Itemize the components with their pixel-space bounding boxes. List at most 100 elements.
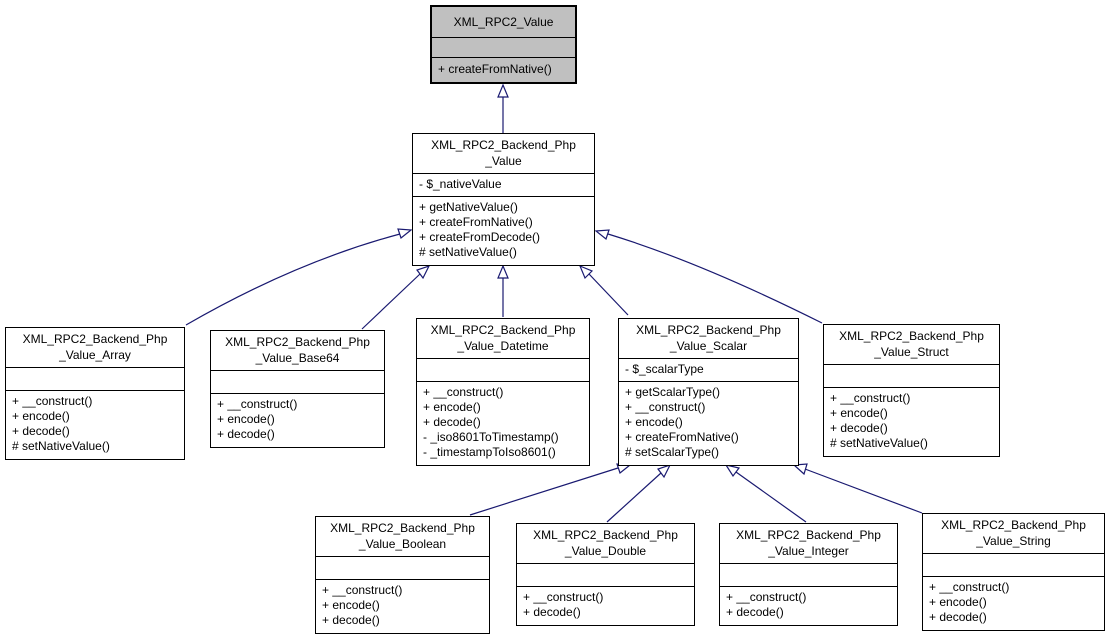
- method-label: + createFromNative(): [419, 215, 533, 229]
- methods-compartment: + getNativeValue() + createFromNative() …: [413, 196, 594, 265]
- method-label: + encode(): [423, 400, 481, 414]
- class-title-line: XML_RPC2_Backend_Php: [636, 323, 781, 337]
- class-node-backend-php-value[interactable]: XML_RPC2_Backend_Php _Value - $_nativeVa…: [412, 133, 595, 266]
- methods-compartment: + __construct() + decode(): [517, 586, 694, 625]
- method-label: + createFromDecode(): [419, 230, 541, 244]
- edge-phpvalue-to-value: [497, 83, 509, 133]
- class-title-line: XML_RPC2_Backend_Php: [839, 329, 984, 343]
- attributes-compartment: [517, 563, 694, 586]
- class-node-value-scalar[interactable]: XML_RPC2_Backend_Php _Value_Scalar - $_s…: [618, 318, 799, 466]
- method-label: + decode(): [726, 605, 784, 619]
- methods-compartment: + __construct() + encode() + decode(): [211, 393, 384, 447]
- class-title: XML_RPC2_Backend_Php _Value_Integer: [720, 524, 897, 563]
- class-node-value-string[interactable]: XML_RPC2_Backend_Php _Value_String + __c…: [922, 513, 1105, 631]
- class-title: XML_RPC2_Backend_Php _Value_Double: [517, 524, 694, 563]
- method-label: # setNativeValue(): [830, 436, 928, 450]
- class-title: XML_RPC2_Backend_Php _Value_Boolean: [316, 517, 489, 556]
- edge-base64-to-phpvalue: [361, 264, 431, 330]
- class-title-line: XML_RPC2_Backend_Php: [533, 528, 678, 542]
- edge-string-to-scalar: [792, 463, 923, 514]
- class-title-line: XML_RPC2_Backend_Php: [22, 332, 168, 346]
- method-label: + decode(): [217, 427, 275, 441]
- class-title-line: _Value_Scalar: [669, 339, 748, 353]
- class-title-line: _Value: [485, 154, 522, 168]
- attributes-compartment: [211, 370, 384, 393]
- attributes-compartment: [720, 563, 897, 586]
- class-title-line: XML_RPC2_Backend_Php: [736, 528, 881, 542]
- class-title-line: XML_RPC2_Backend_Php: [431, 138, 576, 152]
- class-node-value-datetime[interactable]: XML_RPC2_Backend_Php _Value_Datetime + _…: [416, 318, 590, 466]
- method-label: + decode(): [423, 415, 481, 429]
- edge-double-to-scalar: [606, 463, 672, 523]
- method-label: + __construct(): [726, 590, 807, 604]
- method-label: + __construct(): [12, 394, 93, 408]
- method-label: # setNativeValue(): [12, 439, 110, 453]
- attribute-label: - $_scalarType: [625, 362, 704, 376]
- edge-integer-to-scalar: [724, 464, 807, 523]
- edge-array-to-phpvalue: [185, 228, 413, 326]
- class-title-line: _Value_Base64: [255, 351, 340, 365]
- method-label: # setNativeValue(): [419, 245, 517, 259]
- class-title: XML_RPC2_Backend_Php _Value_Datetime: [417, 319, 589, 358]
- class-node-value-integer[interactable]: XML_RPC2_Backend_Php _Value_Integer + __…: [719, 523, 898, 626]
- method-label: + encode(): [625, 415, 683, 429]
- method-label: + encode(): [217, 412, 275, 426]
- class-node-value-array[interactable]: XML_RPC2_Backend_Php _Value_Array + __co…: [5, 327, 185, 460]
- class-title-line: _Value_Integer: [768, 544, 849, 558]
- method-label: + __construct(): [830, 391, 911, 405]
- edge-struct-to-phpvalue: [594, 229, 823, 324]
- class-title-line: _Value_Boolean: [358, 537, 447, 551]
- method-label: + __construct(): [625, 400, 706, 414]
- class-node-value-struct[interactable]: XML_RPC2_Backend_Php _Value_Struct + __c…: [823, 324, 1000, 457]
- method-label: + decode(): [322, 613, 380, 627]
- hollow-arrowhead: [497, 83, 509, 98]
- hollow-arrowhead: [657, 463, 672, 479]
- hollow-arrowhead: [724, 464, 741, 478]
- method-label: + decode(): [929, 610, 987, 624]
- method-label: + __construct(): [322, 583, 403, 597]
- method-label: + __construct(): [929, 580, 1010, 594]
- method-label: + decode(): [523, 605, 581, 619]
- attributes-compartment: - $_scalarType: [619, 358, 798, 381]
- class-title: XML_RPC2_Backend_Php _Value_Array: [6, 328, 184, 367]
- class-title: XML_RPC2_Backend_Php _Value: [413, 134, 594, 173]
- attributes-compartment: [824, 364, 999, 387]
- methods-compartment: + __construct() + encode() + decode() # …: [824, 387, 999, 456]
- class-title-line: XML_RPC2_Value: [453, 15, 554, 29]
- method-label: + createFromNative(): [625, 430, 739, 444]
- method-label: + decode(): [830, 421, 888, 435]
- class-title-line: XML_RPC2_Backend_Php: [225, 335, 370, 349]
- attributes-compartment: [417, 358, 589, 381]
- edge-boolean-to-scalar: [469, 463, 632, 516]
- class-node-value-boolean[interactable]: XML_RPC2_Backend_Php _Value_Boolean + __…: [315, 516, 490, 634]
- methods-compartment: + __construct() + encode() + decode() # …: [6, 390, 184, 459]
- methods-compartment: + createFromNative(): [432, 57, 575, 82]
- class-title-line: _Value_String: [976, 534, 1051, 548]
- method-label: + __construct(): [217, 397, 298, 411]
- method-label: - _timestampToIso8601(): [423, 445, 556, 459]
- class-title-line: _Value_Struct: [874, 345, 949, 359]
- method-label: + __construct(): [523, 590, 604, 604]
- class-node-value-double[interactable]: XML_RPC2_Backend_Php _Value_Double + __c…: [516, 523, 695, 626]
- methods-compartment: + __construct() + encode() + decode(): [923, 576, 1104, 630]
- attribute-label: - $_nativeValue: [419, 177, 502, 191]
- method-label: + __construct(): [423, 385, 504, 399]
- hollow-arrowhead: [594, 229, 610, 241]
- class-title: XML_RPC2_Backend_Php _Value_Scalar: [619, 319, 798, 358]
- class-node-xml-rpc2-value[interactable]: XML_RPC2_Value + createFromNative(): [430, 5, 577, 84]
- class-node-value-base64[interactable]: XML_RPC2_Backend_Php _Value_Base64 + __c…: [210, 330, 385, 448]
- method-label: + encode(): [12, 409, 70, 423]
- class-title-line: _Value_Double: [564, 544, 647, 558]
- method-label: + encode(): [929, 595, 987, 609]
- method-label: + createFromNative(): [438, 62, 552, 76]
- class-title: XML_RPC2_Backend_Php _Value_String: [923, 514, 1104, 553]
- method-label: # setScalarType(): [625, 445, 720, 459]
- class-title-line: _Value_Array: [59, 348, 131, 362]
- method-label: + decode(): [12, 424, 70, 438]
- class-title: XML_RPC2_Backend_Php _Value_Base64: [211, 331, 384, 370]
- hollow-arrowhead: [497, 264, 509, 279]
- hollow-arrowhead: [792, 463, 808, 476]
- attributes-compartment: [6, 367, 184, 390]
- hollow-arrowhead: [416, 264, 431, 280]
